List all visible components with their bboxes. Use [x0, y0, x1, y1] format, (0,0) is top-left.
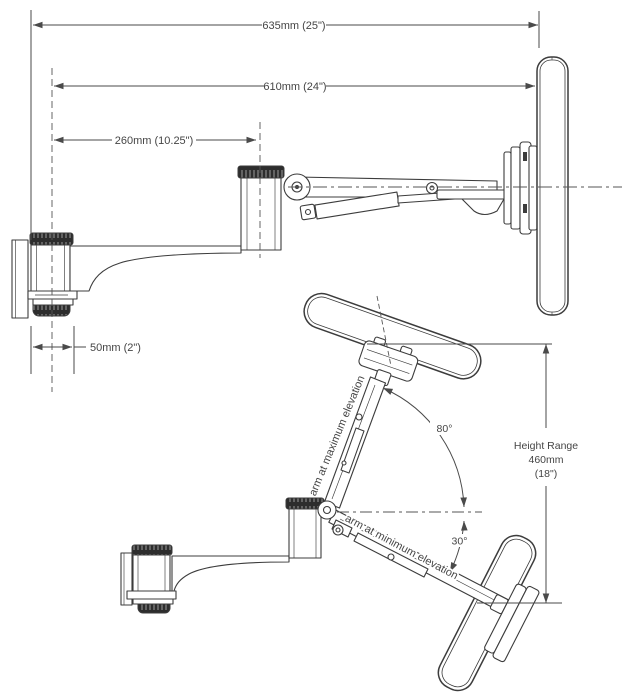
- mount-tilt-axis: [376, 295, 392, 367]
- dim-610-label: 610mm (24"): [263, 81, 326, 93]
- angle-min-label: 30°: [452, 536, 468, 548]
- elevation-view: [120, 292, 540, 692]
- height-range-dim: Height Range 460mm (18"): [367, 343, 578, 604]
- dim-260-label: 260mm (10.25"): [115, 135, 194, 147]
- monitor-panel: [536, 56, 569, 316]
- extension-arm: [69, 245, 242, 292]
- side-view: [11, 56, 569, 319]
- centerlines: [51, 68, 622, 513]
- wall-mount-base: [11, 232, 78, 319]
- dim-50: 50mm (2"): [30, 326, 141, 374]
- wall-mount-base-2: [120, 544, 177, 614]
- height-range-label: Height Range: [514, 440, 578, 452]
- dim-635-label: 635mm (25"): [262, 20, 325, 32]
- height-range-mm: 460mm: [528, 454, 563, 466]
- dim-610: 610mm (24"): [54, 81, 535, 93]
- dim-635: 635mm (25"): [30, 10, 540, 240]
- elbow-joint: [237, 165, 285, 251]
- elbow-joint-2: [285, 497, 325, 559]
- pivot-joint: [317, 500, 344, 536]
- vesa-mount: [436, 141, 538, 235]
- dim-260: 260mm (10.25"): [54, 135, 256, 147]
- dim-50-label: 50mm (2"): [90, 342, 141, 354]
- extension-arm-2: [171, 555, 290, 592]
- angle-max-label: 80°: [437, 423, 453, 435]
- arm-min-annotation: arm at minimum elevation: [343, 512, 460, 582]
- height-range-inches: (18"): [535, 468, 557, 480]
- vesa-mount-min: [484, 583, 540, 663]
- angle-arc: 80° 30°: [382, 387, 473, 573]
